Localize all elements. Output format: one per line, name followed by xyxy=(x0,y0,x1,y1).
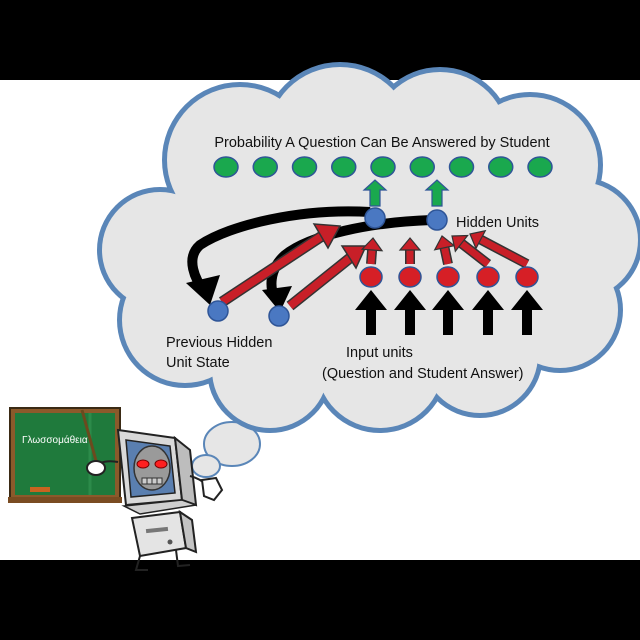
output-unit xyxy=(331,156,357,178)
input-to-hidden-arrow xyxy=(433,235,456,266)
output-unit xyxy=(527,156,553,178)
thought-bubble-tiny xyxy=(191,454,221,478)
output-unit xyxy=(448,156,475,178)
input-to-hidden-arrow xyxy=(360,237,384,265)
output-units xyxy=(213,156,553,178)
previous-to-hidden-arrows xyxy=(218,223,368,311)
red-arrow-prev-1 xyxy=(218,223,342,307)
hidden-unit xyxy=(426,209,448,231)
board-text: Γλωσσομάθεια xyxy=(22,434,88,446)
input-arrows xyxy=(355,290,543,335)
input-unit xyxy=(476,266,500,288)
hidden-to-output-arrows xyxy=(362,179,450,207)
input-units xyxy=(359,266,539,288)
output-unit xyxy=(252,156,278,178)
output-unit xyxy=(370,156,396,178)
robot-teacher-icon: Γλωσσομάθεια xyxy=(8,407,224,571)
output-unit xyxy=(409,156,435,178)
thought-bubbles xyxy=(191,421,261,478)
red-arrow-prev-2 xyxy=(286,245,368,311)
output-title: Probability A Question Can Be Answered b… xyxy=(214,135,549,151)
input-arrow xyxy=(472,290,504,335)
input-arrow xyxy=(432,290,464,335)
recurrent-arrow-1 xyxy=(187,206,371,296)
thought-bubble-small xyxy=(203,421,261,467)
recurrent-arrowhead-2 xyxy=(262,286,292,312)
input-unit xyxy=(515,266,539,288)
previous-hidden-unit xyxy=(268,305,290,327)
previous-hidden-label-line1: Previous Hidden xyxy=(166,335,272,351)
recurrent-arrowhead-1 xyxy=(186,275,220,305)
hidden-units-label: Hidden Units xyxy=(456,215,539,231)
input-arrow xyxy=(355,290,387,335)
output-unit xyxy=(488,156,514,178)
previous-hidden-unit xyxy=(207,300,229,322)
input-arrow xyxy=(394,290,426,335)
input-to-hidden-arrow xyxy=(398,237,422,264)
input-arrow xyxy=(511,290,543,335)
chalkboard-icon: Γλωσσομάθεια xyxy=(8,407,122,503)
input-to-hidden-arrow xyxy=(451,234,492,268)
input-unit xyxy=(436,266,460,288)
input-unit xyxy=(359,266,383,288)
output-unit xyxy=(291,156,318,178)
hidden-unit xyxy=(364,207,386,229)
input-to-hidden-arrows xyxy=(360,229,530,269)
previous-hidden-units xyxy=(207,300,290,327)
input-units-label-line2: (Question and Student Answer) xyxy=(322,366,524,382)
previous-hidden-label-line2: Unit State xyxy=(166,355,230,371)
output-arrow xyxy=(424,179,450,207)
output-unit xyxy=(213,156,239,178)
cloud xyxy=(97,62,640,433)
hidden-units xyxy=(364,207,448,231)
output-arrow xyxy=(362,179,388,207)
input-to-hidden-arrow xyxy=(469,229,530,269)
input-units-label-line1: Input units xyxy=(346,345,413,361)
input-unit xyxy=(398,266,422,288)
